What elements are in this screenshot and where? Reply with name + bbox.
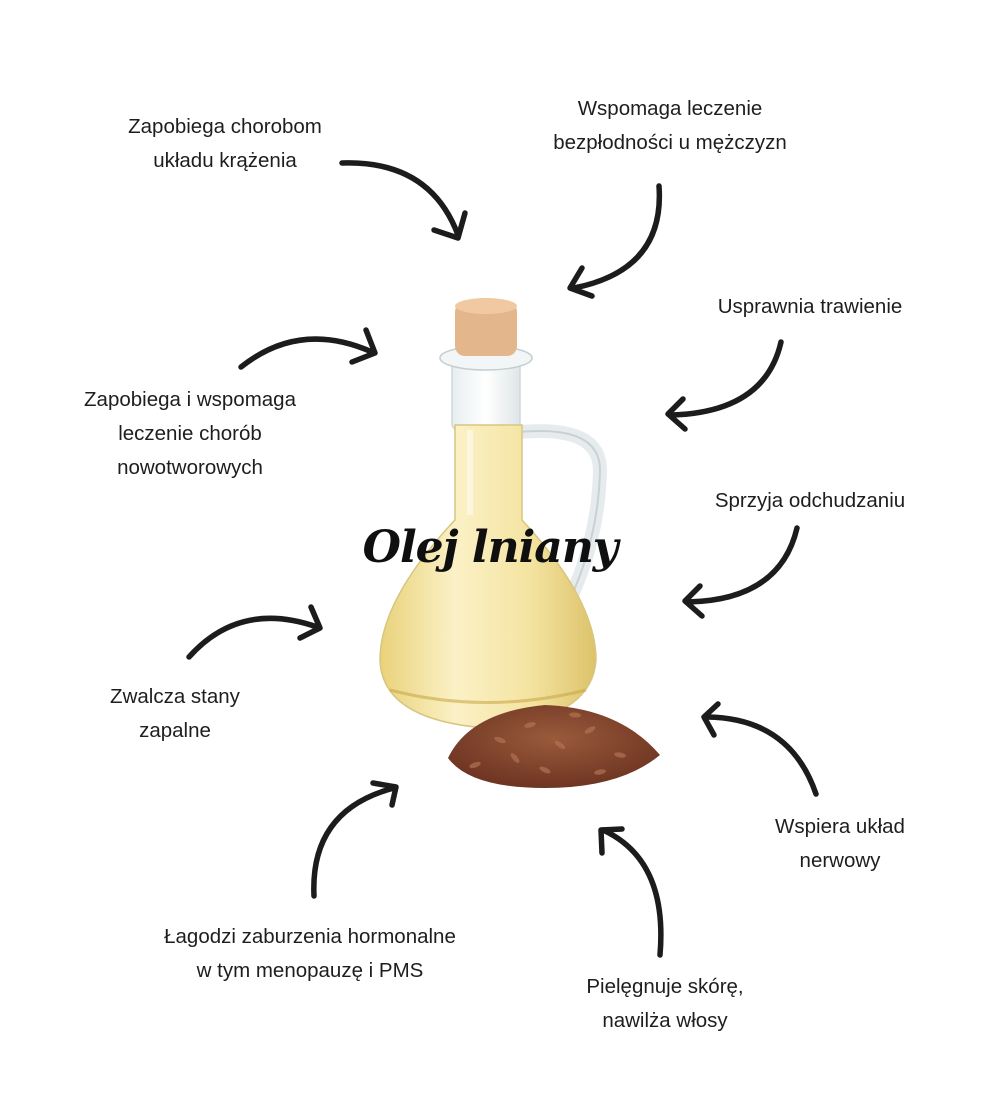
benefit-line: leczenie chorób — [118, 422, 262, 445]
benefit-label-inflammation: Zwalcza stany zapalne — [80, 680, 270, 748]
arrow-icon — [598, 826, 664, 958]
benefit-label-circulatory: Zapobiega chorobom układu krążenia — [105, 110, 345, 178]
benefit-line: nowotworowych — [117, 456, 263, 479]
benefit-label-weight-loss: Sprzyja odchudzaniu — [690, 484, 930, 518]
benefit-line: Usprawnia trawienie — [717, 295, 903, 318]
arrow-icon — [186, 604, 323, 660]
benefit-line: w tym menopauzę i PMS — [196, 959, 424, 982]
benefit-label-digestion: Usprawnia trawienie — [690, 290, 930, 324]
oil-bottle-image — [379, 298, 608, 729]
benefit-line: Pielęgnuje skórę, — [586, 975, 744, 998]
benefit-label-skin-hair: Pielęgnuje skórę, nawilża włosy — [555, 970, 775, 1038]
arrow-icon — [311, 780, 399, 899]
benefit-line: nawilża włosy — [602, 1009, 728, 1032]
arrow-icon — [682, 525, 800, 619]
benefit-label-hormonal: Łagodzi zaburzenia hormonalne w tym meno… — [130, 920, 490, 988]
benefit-line: Wspomaga leczenie — [577, 97, 763, 120]
benefit-label-nervous-system: Wspiera układ nerwowy — [745, 810, 935, 878]
arrow-icon — [665, 339, 784, 432]
product-title: Olej lniany — [362, 522, 619, 573]
arrow-icon — [701, 701, 819, 797]
benefit-label-cancer: Zapobiega i wspomaga leczenie chorób now… — [55, 383, 325, 485]
arrow-icon — [238, 327, 378, 370]
benefit-line: Sprzyja odchudzaniu — [714, 489, 906, 512]
benefit-line: Zwalcza stany — [110, 685, 240, 708]
arrow-icon — [567, 183, 663, 299]
benefit-line: bezpłodności u mężczyzn — [553, 131, 787, 154]
benefit-line: Zapobiega i wspomaga — [84, 388, 296, 411]
benefit-line: nerwowy — [799, 849, 881, 872]
benefit-line: Łagodzi zaburzenia hormonalne — [164, 925, 456, 948]
benefit-line: Wspiera układ — [775, 815, 905, 838]
benefit-label-fertility: Wspomaga leczenie bezpłodności u mężczyz… — [525, 92, 815, 160]
flax-seeds-image — [448, 705, 660, 788]
benefit-line: Zapobiega chorobom — [128, 115, 322, 138]
arrow-icon — [339, 160, 468, 241]
benefit-line: układu krążenia — [153, 149, 297, 172]
benefit-line: zapalne — [139, 719, 211, 742]
